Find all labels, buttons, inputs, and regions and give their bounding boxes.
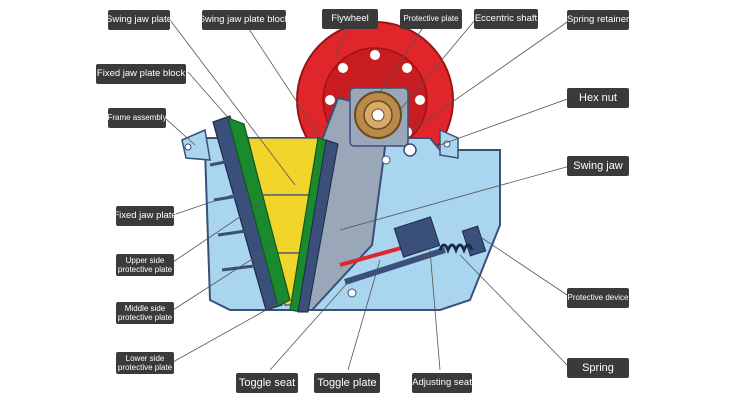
label-frame-assembly: Frame assembly	[107, 108, 167, 128]
label-swing-jaw-plate-block: Swing jaw plate block	[199, 10, 289, 30]
label-spring-retainer: Spring retainer	[567, 10, 629, 30]
label-swing-jaw-plate: Swing jaw plate	[106, 10, 172, 30]
label-adjusting-seat: Adjusting seat	[412, 373, 472, 393]
label-toggle-seat: Toggle seat	[236, 373, 298, 393]
swing-jaw-shape	[289, 96, 392, 313]
leader-lines	[164, 19, 571, 371]
label-middle-side-protective-plate: Middle side protective plate	[116, 302, 174, 324]
label-lower-line-1: Lower side	[125, 353, 165, 363]
label-spring: Spring	[567, 358, 629, 378]
label-protective-device: Protective device	[567, 288, 629, 308]
label-upper-line-2: protective plate	[117, 265, 173, 274]
label-toggle-plate: Toggle plate	[314, 373, 380, 393]
label-eccentric-shaft: Eccentric shaft	[474, 9, 538, 29]
fixed-jaw-plate-shape	[209, 115, 291, 311]
label-flywheel: Flywheel	[322, 9, 378, 29]
label-swing-jaw: Swing jaw	[567, 156, 629, 176]
label-upper-line-1: Upper side	[125, 255, 165, 265]
label-lower-line-2: protective plate	[117, 363, 173, 372]
toggle-assembly-shape	[339, 216, 487, 298]
label-upper-side-protective-plate: Upper side protective plate	[116, 254, 174, 276]
label-middle-line-1: Middle side	[124, 303, 166, 313]
label-middle-line-2: protective plate	[117, 313, 173, 322]
label-protective-plate: Protective plate	[400, 9, 462, 29]
label-lower-side-protective-plate: Lower side protective plate	[116, 352, 174, 374]
label-fixed-jaw-plate: Fixed jaw plate	[113, 206, 177, 226]
eccentric-shaft-icon	[349, 87, 417, 165]
label-hex-nut: Hex nut	[567, 88, 629, 108]
label-fixed-jaw-plate-block: Fixed jaw plate block	[96, 64, 186, 84]
